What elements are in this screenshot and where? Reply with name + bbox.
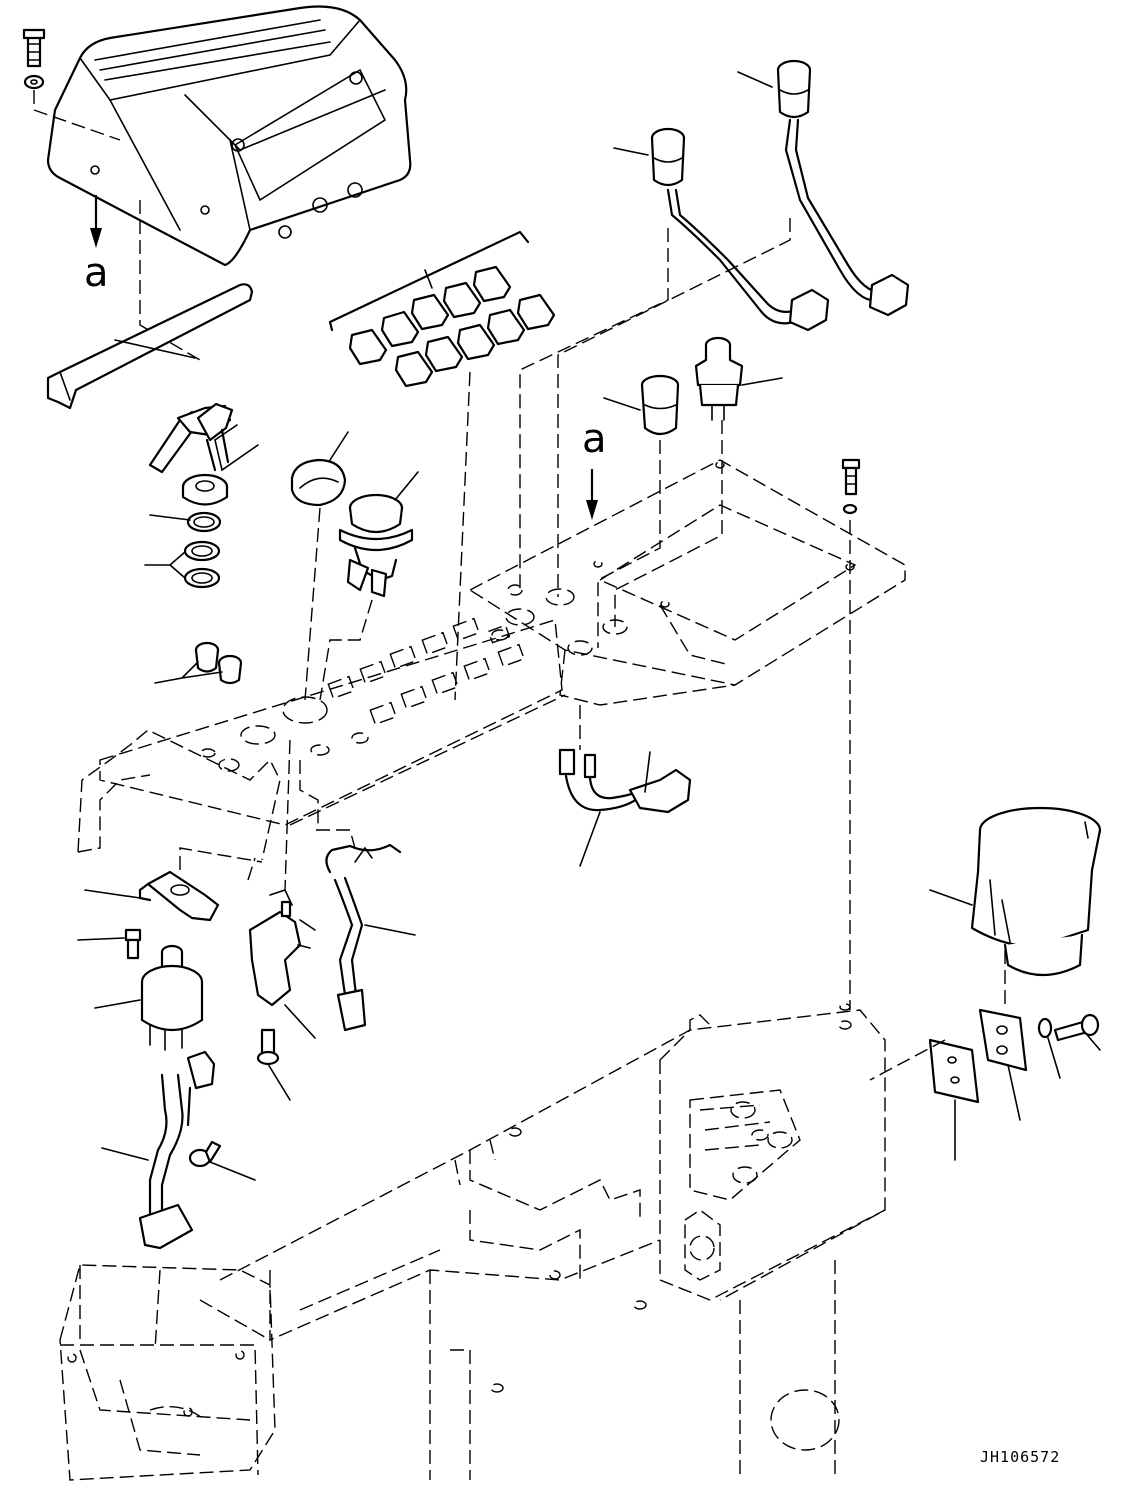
ignition-switch: [94, 944, 204, 1051]
rotary-switch-body: [248, 889, 316, 1039]
view-arrow-a-center: a: [582, 416, 607, 520]
switch-panel: [99, 459, 906, 826]
mounting-plates: [928, 1008, 1028, 1161]
socket-harness-right: [737, 59, 910, 317]
view-label-a-center: a: [582, 416, 607, 462]
console-frame: [199, 1003, 886, 1480]
ignition-keys: [148, 402, 234, 474]
switch-caps: [328, 230, 556, 388]
hex-key: [46, 283, 254, 410]
push-switch: [694, 336, 783, 421]
bolt-cupholder: [1037, 1013, 1101, 1079]
cup-holder: [929, 806, 1102, 976]
screw-lower: [188, 1140, 256, 1181]
monitor-housing: [46, 5, 412, 267]
socket-harness-left: [613, 127, 830, 332]
bolt-mid: [256, 1028, 291, 1101]
rotary-knob: [290, 431, 349, 507]
screw-top-left: [22, 28, 46, 90]
view-arrow-a-left: a: [84, 194, 109, 296]
wire-harness-lower: [101, 1050, 216, 1250]
bolt-left: [77, 928, 142, 960]
lighter-socket: [603, 374, 680, 436]
view-label-a-left: a: [84, 250, 109, 296]
lower-housing: [59, 1264, 276, 1481]
drawing-code: JH106572: [980, 1448, 1060, 1466]
emergency-stop-switch: [338, 471, 419, 598]
cap-plugs: [194, 641, 243, 685]
screw-right: [841, 458, 861, 515]
small-harness: [558, 748, 692, 867]
panel-bracket: [77, 729, 281, 881]
washers: [183, 511, 222, 589]
harness-mid: [325, 843, 416, 1032]
mounting-bracket: [84, 870, 220, 922]
lock-nut: [181, 473, 229, 506]
